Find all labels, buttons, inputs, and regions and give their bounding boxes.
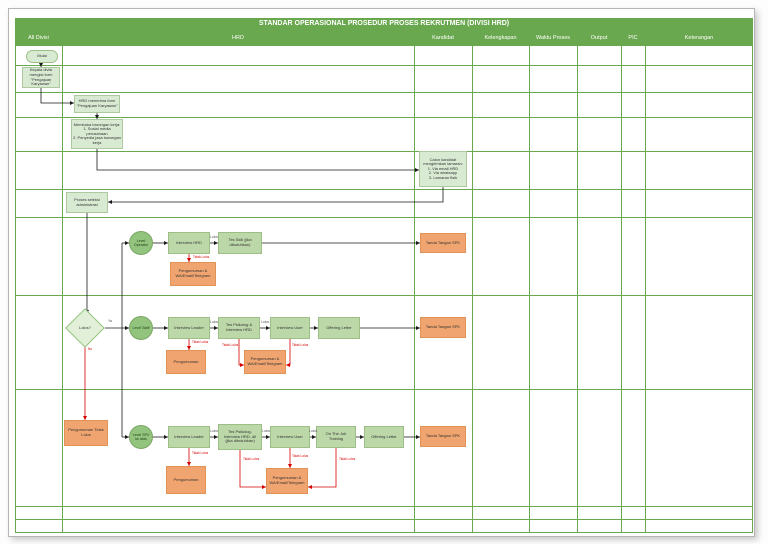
label-lolos: Lolos bbox=[209, 235, 219, 239]
label-tidak-lolos: Tidak Lolos bbox=[192, 340, 209, 344]
grid-line bbox=[15, 92, 753, 93]
process-buka-lowongan: Membuka lowongan kerja: 1. Sosial media … bbox=[71, 119, 123, 149]
grid-line bbox=[15, 189, 753, 190]
process-interview-leader-2: Interview Leader bbox=[168, 317, 210, 339]
process-tes-psikolog-2: Tes Psikolog & Interview HRD bbox=[218, 317, 260, 339]
grid-line bbox=[15, 389, 753, 390]
grid-line bbox=[472, 46, 473, 533]
grid-line bbox=[15, 506, 753, 507]
column-header-hrd: HRD bbox=[232, 35, 244, 41]
process-ttd-spk-2: Tanda Tangan SPK bbox=[420, 317, 466, 338]
process-pengumuman-2: Pengumuman bbox=[166, 350, 206, 374]
grid-line bbox=[62, 46, 63, 533]
process-interview-user-2: Interview User bbox=[270, 317, 310, 339]
label-lolos: Lolos bbox=[261, 429, 271, 433]
decision-lolos-label: Lolos? bbox=[79, 324, 91, 330]
level-spv-circle: Level SPV ke atas bbox=[129, 425, 153, 449]
grid-line bbox=[15, 519, 753, 520]
process-pengumuman-tidak-lolos: Pengumuman Tidak Lolos bbox=[64, 420, 108, 446]
level-operator-circle: Level Operator bbox=[129, 231, 153, 255]
process-offering-3: Offering Letter bbox=[364, 426, 404, 448]
label-lolos: Lolos bbox=[209, 429, 219, 433]
grid-line bbox=[621, 46, 622, 533]
label-tidak-lolos: Tidak Lolos bbox=[193, 255, 210, 259]
column-header-output: Output bbox=[590, 35, 608, 41]
column-header-waktu: Waktu Proses bbox=[535, 35, 571, 41]
header-row bbox=[15, 30, 753, 46]
grid-line bbox=[577, 46, 578, 533]
start-terminator: Mulai bbox=[26, 50, 58, 63]
label-lolos: Lolos bbox=[308, 429, 318, 433]
process-offering-2: Offering Letter bbox=[318, 317, 360, 339]
label-tidak-lolos: Tidak Lolos bbox=[339, 457, 356, 461]
process-ttd-spk-3: Tanda Tangan SPK bbox=[420, 426, 466, 447]
process-interview-leader-3: Interview Leader bbox=[168, 426, 210, 448]
process-tes-skill: Tes Skill (jika dibutuhkan) bbox=[218, 232, 262, 254]
page-title: STANDAR OPERASIONAL PROSEDUR PROSES REKR… bbox=[15, 18, 753, 30]
label-no: No bbox=[88, 347, 93, 351]
grid-line bbox=[414, 46, 415, 533]
process-tes-psikolog-3: Tes Psikolog, Interview HRD, dll (jika d… bbox=[218, 424, 262, 450]
level-staff-circle: Level Staff bbox=[129, 316, 153, 340]
process-pengumuman-3: Pengumuman bbox=[166, 466, 206, 494]
label-ya: Ya bbox=[108, 319, 112, 323]
process-pengumuman-wa-1: Pengumuman & WA/Email/Telegram bbox=[170, 262, 216, 286]
grid-line bbox=[529, 46, 530, 533]
label-tidak-lolos: Tidak Lolos bbox=[222, 343, 239, 347]
column-header-kandidat: Kandidat bbox=[432, 35, 454, 41]
label-tidak-lolos: Tidak Lolos bbox=[192, 451, 209, 455]
label-lolos: Lolos bbox=[260, 320, 270, 324]
process-interview-user-3: Interview User bbox=[270, 426, 310, 448]
document-page bbox=[8, 8, 755, 537]
process-ttd-spk-1: Tanda Tangan SPK bbox=[420, 233, 466, 253]
grid-line bbox=[15, 295, 753, 296]
process-terima-form: HRD menerima form "Pengajuan Karyawan" bbox=[74, 95, 120, 113]
column-header-keterangan: Keterangan bbox=[684, 35, 714, 41]
process-kepala-divisi: Kepala divisi mengisi form "Pengajuan Ka… bbox=[22, 67, 60, 88]
label-tidak-lolos: Tidak Lolos bbox=[243, 457, 260, 461]
column-header-all-divisi: All Divisi bbox=[28, 35, 49, 41]
label-lolos: Lolos bbox=[209, 320, 219, 324]
process-pengumuman-wa-2: Pengumuman & WA/Email/Telegram bbox=[244, 350, 286, 374]
grid-line bbox=[15, 217, 753, 218]
process-seleksi-administrasi: Proses seleksi administrasi bbox=[66, 192, 108, 213]
grid-line bbox=[15, 65, 753, 66]
column-header-kelengkapan: Kelengkapan bbox=[484, 35, 517, 41]
process-interview-hrd: Interview HRD bbox=[168, 232, 210, 254]
label-tidak-lolos: Tidak Lolos bbox=[292, 343, 309, 347]
grid-line bbox=[15, 151, 753, 152]
process-ojt: On The Job Training bbox=[316, 426, 356, 448]
grid-line bbox=[15, 117, 753, 118]
grid-line bbox=[645, 46, 646, 533]
label-tidak-lolos: Tidak Lolos bbox=[292, 454, 309, 458]
process-kirim-lamaran: Calon kandidat mengirimkan lamaran: 1. V… bbox=[419, 151, 467, 187]
process-pengumuman-wa-3: Pengumuman & WA/Email/Telegram bbox=[266, 468, 308, 494]
column-header-pic: PIC bbox=[628, 35, 638, 41]
